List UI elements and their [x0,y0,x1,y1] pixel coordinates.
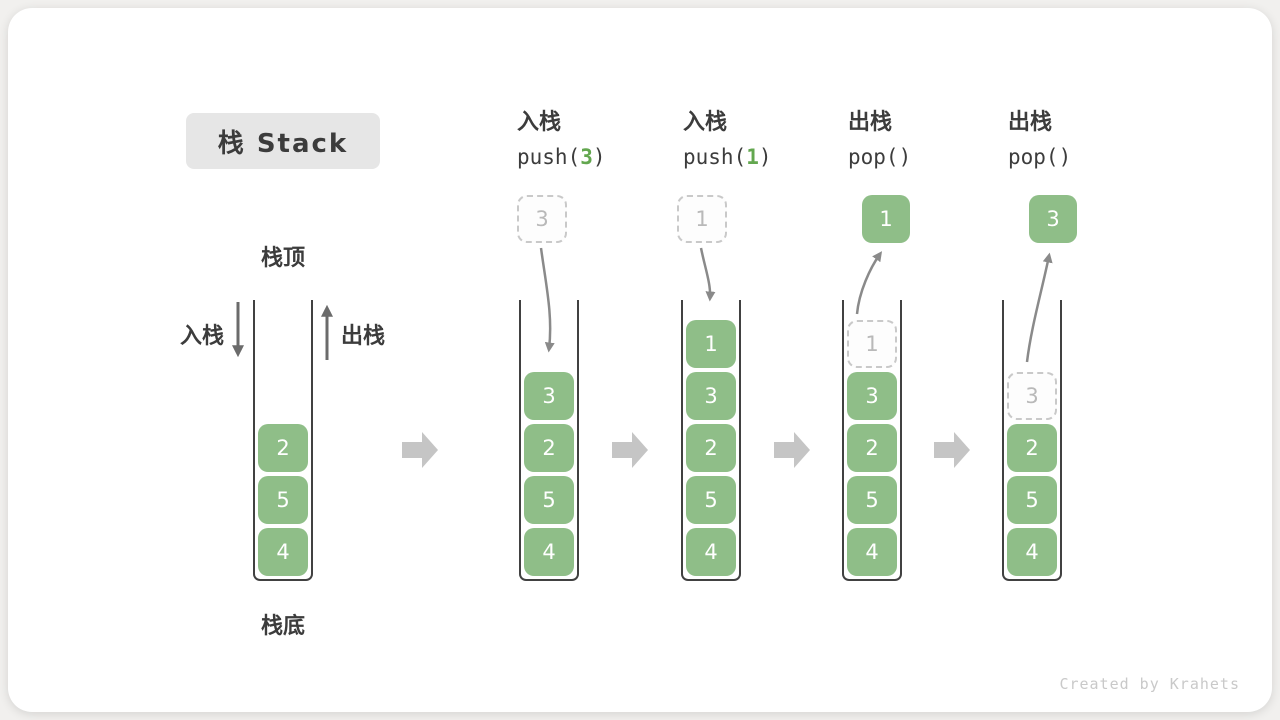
incoming-value-box-1: 1 [677,195,727,243]
code-suffix: ) [898,145,912,169]
op-label-push-1: 入栈 push(1) [683,104,772,169]
op-label-pop-2: 出栈 pop() [1008,104,1071,169]
push-side-label: 入栈 [180,324,225,349]
op-code-label: push(1) [683,145,772,169]
stack-cell-4: 4 [847,528,897,576]
stack-cell-2: 2 [686,424,736,472]
op-cn-label: 入栈 [517,110,562,135]
diagram-title: 栈 Stack [217,128,349,159]
watermark-text: Created by Krahets [1059,675,1240,693]
stack-top-label: 栈顶 [260,246,305,271]
code-prefix: pop( [848,145,899,169]
op-cn-label: 出栈 [848,110,893,135]
stack-cell-5: 5 [686,476,736,524]
op-label-pop-1: 出栈 pop() [848,104,911,169]
incoming-value-box-3: 3 [517,195,567,243]
pop-side-label: 出栈 [341,324,386,349]
code-prefix: push( [517,145,581,169]
stack-cell-5: 5 [258,476,308,524]
stack-cell-3: 3 [524,372,574,420]
stack-cell-1: 1 [686,320,736,368]
op-label-push-3: 入栈 push(3) [517,104,606,169]
code-suffix: ) [592,145,606,169]
code-arg: 3 [580,145,593,169]
stack-cell-3: 3 [686,372,736,420]
code-suffix: ) [1058,145,1072,169]
code-arg: 1 [746,145,759,169]
stack-cell-2: 2 [258,424,308,472]
stack-cell-2: 2 [524,424,574,472]
op-cn-label: 出栈 [1008,110,1053,135]
stack-bottom-label: 栈底 [260,614,305,639]
popped-value-box-1: 1 [862,195,910,243]
op-code-label: pop() [1008,145,1071,169]
stack-cell-5: 5 [847,476,897,524]
code-prefix: push( [683,145,747,169]
ghost-cell-1: 1 [847,320,897,368]
diagram-title-box: 栈 Stack [186,113,380,169]
stack-cell-4: 4 [686,528,736,576]
stack-cell-4: 4 [524,528,574,576]
stack-cell-5: 5 [1007,476,1057,524]
code-suffix: ) [758,145,772,169]
ghost-cell-3: 3 [1007,372,1057,420]
stack-cell-4: 4 [1007,528,1057,576]
code-prefix: pop( [1008,145,1059,169]
stack-cell-2: 2 [847,424,897,472]
stack-cell-2: 2 [1007,424,1057,472]
stack-cell-4: 4 [258,528,308,576]
stack-cell-5: 5 [524,476,574,524]
stack-cell-3: 3 [847,372,897,420]
op-cn-label: 入栈 [683,110,728,135]
op-code-label: push(3) [517,145,606,169]
op-code-label: pop() [848,145,911,169]
popped-value-box-3: 3 [1029,195,1077,243]
